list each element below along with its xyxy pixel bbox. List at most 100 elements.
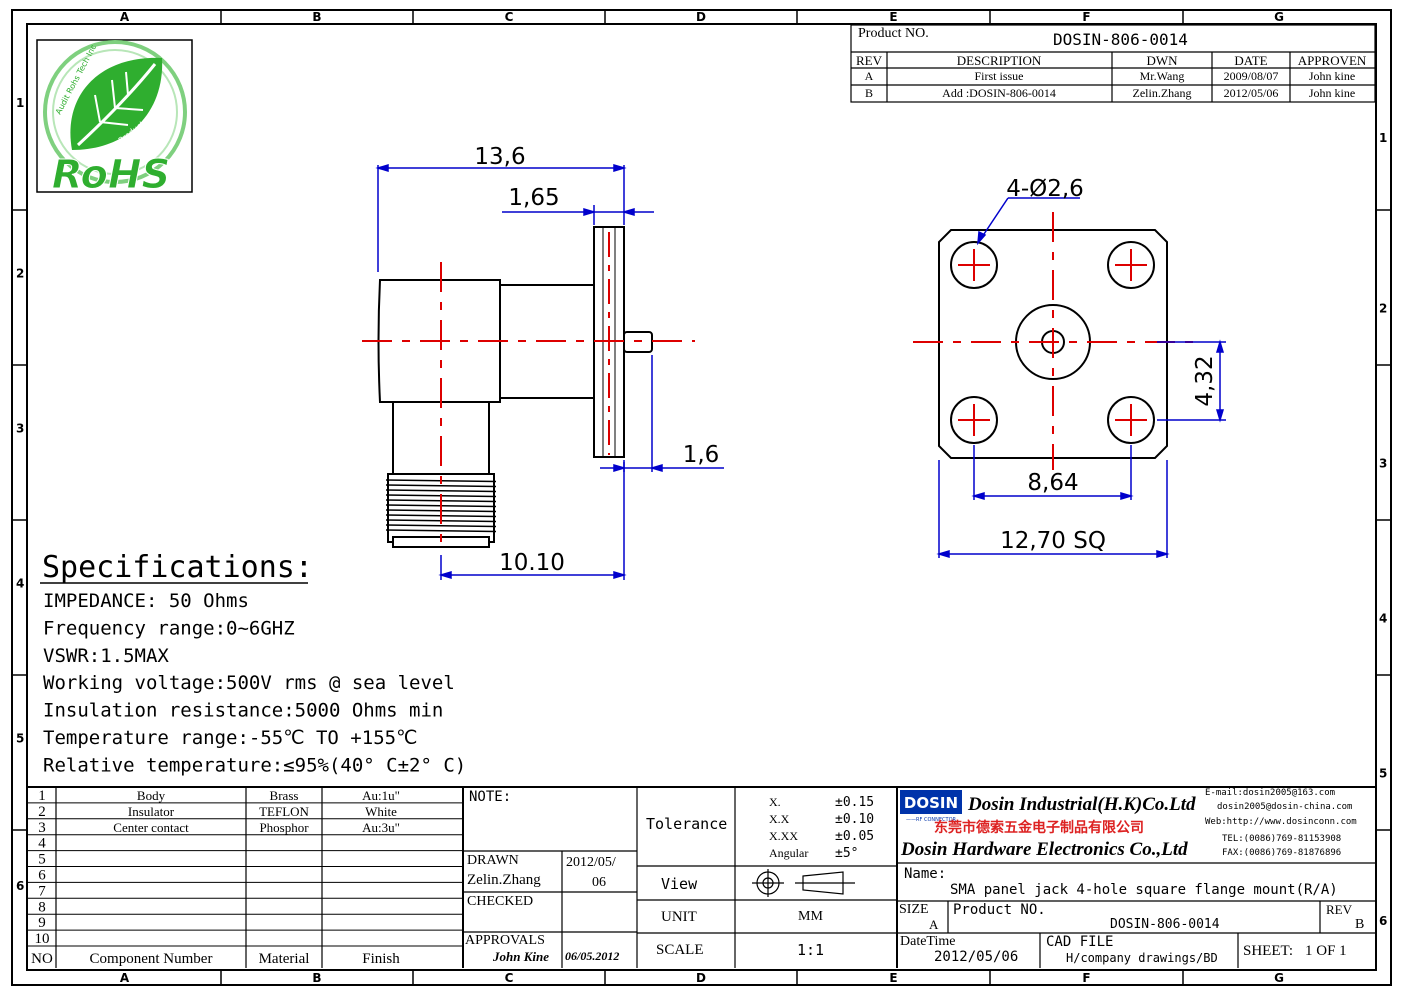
zone-col-label-top: A xyxy=(120,10,130,24)
drawn-date-cont: 06 xyxy=(592,875,606,890)
bom-cell: 6 xyxy=(38,868,46,884)
bom-footer-cell: Component Number xyxy=(90,951,213,967)
zone-row-label-left: 4 xyxy=(16,577,24,591)
dim-flange-size: 12,70 SQ xyxy=(1000,528,1106,554)
zone-col-label-bottom: A xyxy=(120,971,130,985)
zone-col-label-bottom: G xyxy=(1274,971,1284,985)
dim-hole-spacing-v: 4,32 xyxy=(1192,355,1218,406)
bom-cell: 1 xyxy=(38,788,46,804)
rev-header: DWN xyxy=(1146,53,1178,68)
drawn-label: DRAWN xyxy=(467,853,519,868)
zone-col-label-top: F xyxy=(1082,10,1090,24)
rev-cell: Zelin.Zhang xyxy=(1132,86,1192,100)
spec-line: Relative temperature:≤95%(40° C±2° C) xyxy=(43,754,466,776)
size-value: A xyxy=(929,917,939,932)
rev-value: B xyxy=(1355,917,1365,932)
zone-col-label-top: D xyxy=(696,10,706,24)
cad-file-value: H/company drawings/BD xyxy=(1066,951,1218,965)
company-name-en: Dosin Industrial(H.K)Co.Ltd xyxy=(968,794,1196,815)
contact-line: Web:http://www.dosinconn.com xyxy=(1205,817,1357,827)
zone-row-label-left: 6 xyxy=(16,879,24,893)
bom-cell: Center contact xyxy=(113,820,189,835)
zone-row-label-left: 3 xyxy=(16,422,24,436)
tolerance-key: Angular xyxy=(769,846,809,860)
spec-line: Working voltage:500V rms @ sea level xyxy=(43,672,455,694)
rev-header: APPROVEN xyxy=(1297,53,1367,68)
bom-cell: 5 xyxy=(38,852,46,868)
bom-cell: 7 xyxy=(38,883,46,899)
drawn-date: 2012/05/ xyxy=(566,855,616,870)
rev-label: REV xyxy=(1326,902,1352,917)
zone-row-label-right: 6 xyxy=(1379,914,1387,928)
spec-title: Specifications: xyxy=(42,550,313,585)
bom-cell: White xyxy=(365,804,397,819)
zone-col-label-top: B xyxy=(312,10,321,24)
bom-footer-cell: Finish xyxy=(362,951,400,967)
rev-cell: John kine xyxy=(1308,69,1356,83)
revision-block xyxy=(850,24,1376,103)
scale-value: 1:1 xyxy=(797,941,825,959)
tolerance-value: ±5° xyxy=(835,846,859,861)
rev-product-no: DOSIN-806-0014 xyxy=(1053,30,1188,49)
name-value: SMA panel jack 4-hole square flange moun… xyxy=(950,882,1338,898)
bom-cell: 2 xyxy=(38,804,46,820)
zone-col-label-top: G xyxy=(1274,10,1284,24)
bom-cell: Au:1u" xyxy=(362,788,400,803)
dim-side-overall: 13,6 xyxy=(474,144,525,170)
thread-line xyxy=(385,489,497,493)
tolerance-value: ±0.15 xyxy=(835,795,875,810)
zone-col-label-top: E xyxy=(889,10,897,24)
rev-cell: Mr.Wang xyxy=(1139,69,1185,83)
contact-line: dosin2005@dosin-china.com xyxy=(1217,802,1353,812)
rohs-logo: RoHS Audit Rohs Tech Inc Green Product xyxy=(36,39,193,199)
rev-header: REV xyxy=(856,53,882,68)
contact-line: E-mail:dosin2005@163.com xyxy=(1205,788,1336,798)
company-name-cn: 东莞市德索五金电子制品有限公司 xyxy=(934,820,1144,836)
rev-cell: First issue xyxy=(974,69,1024,83)
datetime-label: DateTime xyxy=(900,934,956,949)
thread-line xyxy=(385,524,497,528)
bom-cell: Brass xyxy=(270,788,299,803)
unit-label: UNIT xyxy=(661,909,697,925)
zone-col-label-bottom: B xyxy=(312,971,321,985)
tolerance-key: X.X xyxy=(769,812,790,826)
drawn-name: Zelin.Zhang xyxy=(467,872,541,888)
zone-marks xyxy=(12,10,1391,985)
spec-line: IMPEDANCE: 50 Ohms xyxy=(43,590,249,612)
tolerance-key: X.XX xyxy=(769,829,798,843)
side-dimensions xyxy=(375,163,724,580)
bom-cell: Phosphor xyxy=(259,820,309,835)
cad-file-label: CAD FILE xyxy=(1046,934,1114,950)
bom-cell: 4 xyxy=(38,836,46,852)
product-no-label: Product NO. xyxy=(953,902,1046,918)
sheet-label: SHEET: xyxy=(1243,943,1294,959)
bom-cell: 10 xyxy=(35,931,50,947)
approvals-signature: John Kine xyxy=(493,949,549,964)
checked-label: CHECKED xyxy=(467,894,534,909)
view-label: View xyxy=(661,875,698,893)
title-block-grid xyxy=(28,786,1375,968)
bom-cell: Au:3u" xyxy=(362,820,400,835)
zone-col-label-bottom: E xyxy=(889,971,897,985)
zone-col-label-bottom: F xyxy=(1082,971,1090,985)
bom-footer-cell: Material xyxy=(259,951,310,967)
bom-cell: 8 xyxy=(38,899,46,915)
thread-line xyxy=(385,484,497,488)
rev-header: DESCRIPTION xyxy=(956,53,1042,68)
tolerance-key: X. xyxy=(769,795,781,809)
note-label: NOTE: xyxy=(469,789,512,805)
side-view xyxy=(362,226,695,552)
zone-row-label-left: 2 xyxy=(16,267,24,281)
bom-footer-cell: NO xyxy=(31,951,53,967)
name-label: Name: xyxy=(904,866,947,882)
dim-holes: 4-Ø2,6 xyxy=(1006,176,1084,202)
bom-row-lines xyxy=(28,802,463,947)
front-dimensions xyxy=(936,197,1226,559)
bom-cell: Body xyxy=(137,788,166,803)
dim-pin-length: 1,6 xyxy=(683,442,720,468)
rev-cell: 2012/05/06 xyxy=(1223,86,1279,100)
bom-cell: 9 xyxy=(38,915,46,931)
